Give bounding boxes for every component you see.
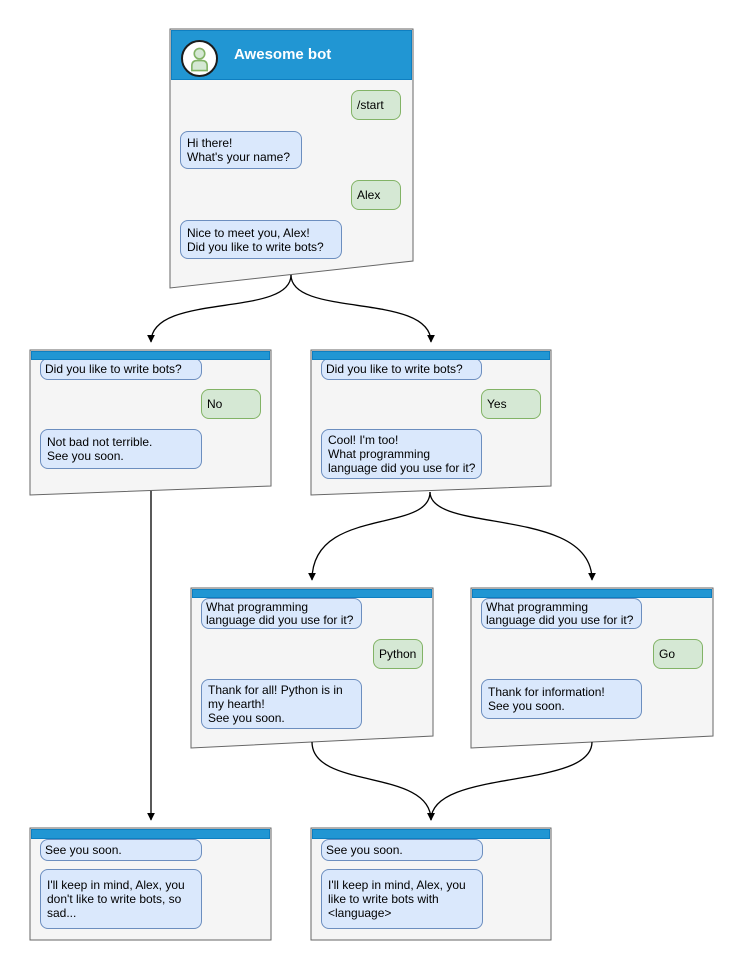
connector-start-to-branch-yes (290, 274, 435, 343)
window-titlebar (31, 829, 270, 839)
chat-window-branch-yes: Did you like to write bots? Yes Cool! I'… (311, 350, 551, 495)
chat-window-end-no: See you soon. I'll keep in mind, Alex, y… (30, 828, 271, 940)
bot-message: Cool! I'm too! What programming language… (321, 429, 482, 479)
window-titlebar (472, 589, 712, 598)
window-titlebar (192, 589, 432, 598)
bot-message: What programming language did you use fo… (201, 598, 362, 629)
user-message: Yes (481, 389, 541, 419)
connector-branch-yes-to-python (308, 491, 431, 581)
bot-message: Did you like to write bots? (40, 358, 202, 380)
bot-message: I'll keep in mind, Alex, you like to wri… (321, 869, 483, 929)
bot-message: Thank for all! Python is in my hearth! S… (201, 679, 362, 729)
chat-window-start: Awesome bot /start Hi there! What's your… (170, 29, 413, 288)
chat-window-branch-go: What programming language did you use fo… (471, 588, 713, 748)
window-titlebar (31, 351, 270, 360)
bot-message: Nice to meet you, Alex! Did you like to … (180, 220, 342, 259)
connector-start-to-branch-no (147, 274, 292, 343)
user-message: /start (351, 90, 401, 120)
connector-branch-yes-to-go (429, 491, 596, 581)
bot-message: See you soon. (40, 839, 202, 861)
user-message: Python (373, 639, 423, 669)
bot-message: See you soon. (321, 839, 483, 861)
person-icon (191, 47, 208, 72)
bot-message: Did you like to write bots? (321, 358, 482, 380)
bot-message: What programming language did you use fo… (481, 598, 642, 629)
window-titlebar (312, 829, 550, 839)
chat-window-branch-python: What programming language did you use fo… (191, 588, 433, 748)
bot-avatar (181, 40, 218, 77)
connector-python-to-end-yes (311, 741, 435, 821)
bot-message: Hi there! What's your name? (180, 131, 302, 169)
chat-window-end-yes: See you soon. I'll keep in mind, Alex, y… (311, 828, 551, 940)
bot-message: Thank for information! See you soon. (481, 679, 642, 719)
window-titlebar: Awesome bot (171, 30, 412, 80)
user-message: Alex (351, 180, 401, 210)
window-titlebar (312, 351, 550, 360)
connector-go-to-end-yes (427, 741, 593, 821)
window-title: Awesome bot (234, 46, 332, 63)
bot-message: Not bad not terrible. See you soon. (40, 429, 202, 469)
user-message: Go (653, 639, 703, 669)
user-message: No (201, 389, 261, 419)
bot-message: I'll keep in mind, Alex, you don't like … (40, 869, 202, 929)
chat-window-branch-no: Did you like to write bots? No Not bad n… (30, 350, 271, 495)
